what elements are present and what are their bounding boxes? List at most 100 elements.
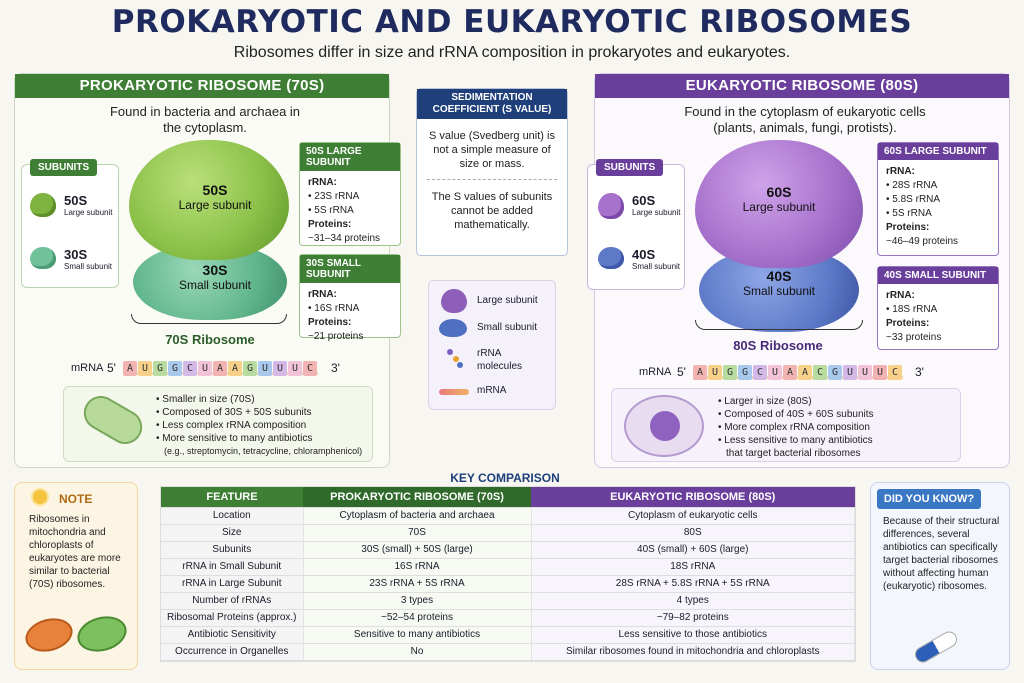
- table-cell: Cytoplasm of bacteria and archaea: [303, 507, 532, 525]
- prok-bullet: More sensitive to many antibiotics: [162, 433, 313, 444]
- prok-large-rrna-2: • 5S rRNA: [308, 205, 354, 216]
- mrna-nucleotide: A: [228, 361, 242, 376]
- euk-large-label: 60S Large subunit: [729, 184, 829, 214]
- mrna-nucleotide: U: [138, 361, 152, 376]
- subunits-tag: SUBUNITS: [596, 159, 664, 176]
- sub1-s: 50S: [64, 193, 88, 208]
- euk-large-subunit-illustration: [695, 140, 863, 268]
- table-cell: 23S rRNA + 5S rRNA: [303, 575, 532, 593]
- prokaryotic-panel: PROKARYOTIC RIBOSOME (70S) Found in bact…: [14, 73, 401, 468]
- sub2-s: 40S: [632, 247, 656, 262]
- note-text: Ribosomes in mitochondria and chloroplas…: [29, 514, 121, 590]
- euk-large-prot: ~46–49 proteins: [886, 236, 959, 247]
- bacterium-icon: [77, 389, 149, 451]
- prok-large-rrna-1: • 23S rRNA: [308, 191, 360, 202]
- table-row: Ribosomal Proteins (approx.)~52–54 prote…: [161, 609, 855, 627]
- prok-large-info-box: 50S LARGE SUBUNIT rRNA: • 23S rRNA • 5S …: [299, 142, 401, 246]
- euk-large-s: 60S: [766, 184, 792, 200]
- table-cell: Antibiotic Sensitivity: [161, 626, 304, 644]
- prok-bullet: Composed of 30S + 50S subunits: [162, 407, 312, 418]
- table-cell: 30S (small) + 50S (large): [303, 541, 532, 559]
- table-header: EUKARYOTIC RIBOSOME (80S): [531, 487, 855, 508]
- prok-large-name: Large subunit: [178, 198, 252, 212]
- prokaryotic-banner: PROKARYOTIC RIBOSOME (70S): [15, 74, 389, 98]
- prok-mrna-label: mRNA: [71, 362, 104, 374]
- note-box: NOTE Ribosomes in mitochondria and chlor…: [14, 482, 138, 670]
- prok-small-rrna-1: • 16S rRNA: [308, 303, 360, 314]
- key-comparison-title: KEY COMPARISON: [450, 471, 560, 485]
- euk-large-rrna-1: • 28S rRNA: [886, 180, 938, 191]
- euk-bullet: More complex rRNA composition: [724, 422, 870, 433]
- euk-three-prime: 3': [915, 365, 924, 379]
- mrna-nucleotide: A: [213, 361, 227, 376]
- mrna-nucleotide: U: [843, 365, 857, 380]
- mrna-nucleotide: U: [873, 365, 887, 380]
- table-cell: 70S: [303, 524, 532, 542]
- table-cell: 3 types: [303, 592, 532, 610]
- prok-small-s: 30S: [202, 262, 228, 278]
- table-cell: 28S rRNA + 5.8S rRNA + 5S rRNA: [531, 575, 855, 593]
- euk-small-rrna-label: rRNA:: [886, 290, 915, 301]
- dyk-head: DID YOU KNOW?: [877, 489, 981, 509]
- lightbulb-icon: [33, 490, 47, 504]
- table-cell: Location: [161, 507, 304, 525]
- prok-small-prot-label: Proteins:: [308, 317, 352, 328]
- table-cell: ~79–82 proteins: [531, 609, 855, 627]
- sedimentation-box: SEDIMENTATION COEFFICIENT (S VALUE) S va…: [416, 88, 568, 256]
- euk-caption: 80S Ribosome: [733, 338, 823, 353]
- prok-small-rrna-label: rRNA:: [308, 289, 337, 300]
- sub2-name: Small subunit: [632, 262, 681, 271]
- table-header: FEATURE: [161, 487, 303, 508]
- page-title: PROKARYOTIC AND EUKARYOTIC RIBOSOMES: [111, 4, 913, 40]
- prok-small-info-box: 30S SMALL SUBUNIT rRNA: • 16S rRNA Prote…: [299, 254, 401, 342]
- subunits-tag: SUBUNITS: [30, 159, 98, 176]
- chloroplast-icon: [73, 611, 131, 657]
- mrna-nucleotide: U: [858, 365, 872, 380]
- table-cell: No: [303, 643, 532, 661]
- mrna-nucleotide: A: [798, 365, 812, 380]
- mrna-nucleotide: A: [693, 365, 707, 380]
- small-subunit-thumb-icon: [30, 247, 56, 269]
- mrna-nucleotide: A: [123, 361, 137, 376]
- euk-brace: [695, 320, 863, 330]
- prok-five-prime: 5': [107, 361, 116, 375]
- sub1-name: Large subunit: [632, 208, 681, 217]
- euk-small-name: Small subunit: [742, 284, 816, 298]
- table-cell: Sensitive to many antibiotics: [303, 626, 532, 644]
- euk-large-box-head: 60S LARGE SUBUNIT: [878, 143, 998, 160]
- mrna-nucleotide: U: [288, 361, 302, 376]
- sedimentation-p1: S value (Svedberg unit) is not a simple …: [429, 130, 555, 170]
- sub2-s: 30S: [64, 247, 88, 262]
- prok-large-prot: ~31–34 proteins: [308, 233, 381, 244]
- table-cell: ~52–54 proteins: [303, 609, 532, 627]
- table-cell: 18S rRNA: [531, 558, 855, 576]
- prok-three-prime: 3': [331, 361, 340, 375]
- table-cell: rRNA in Large Subunit: [161, 575, 304, 593]
- mrna-nucleotide: G: [243, 361, 257, 376]
- euk-large-rrna-label: rRNA:: [886, 166, 915, 177]
- prok-caption: 70S Ribosome: [165, 332, 255, 347]
- rrna-molecule-icon: [447, 349, 465, 369]
- mrna-nucleotide: U: [258, 361, 272, 376]
- table-cell: Similar ribosomes found in mitochondria …: [531, 643, 855, 661]
- large-subunit-thumb-icon: [30, 193, 56, 217]
- euk-small-prot: ~33 proteins: [886, 332, 942, 343]
- euk-bullets: • Larger in size (80S) • Composed of 40S…: [718, 396, 874, 459]
- dyk-text: Because of their structural differences,…: [883, 516, 1000, 592]
- prok-large-s: 50S: [202, 182, 228, 198]
- euk-small-prot-label: Proteins:: [886, 318, 930, 329]
- small-subunit-thumb-icon: [598, 247, 624, 269]
- mitochondrion-icon: [21, 613, 77, 657]
- prok-small-name: Small subunit: [178, 278, 252, 292]
- euk-large-name: Large subunit: [742, 200, 816, 214]
- euk-large-info-box: 60S LARGE SUBUNIT rRNA: • 28S rRNA • 5.8…: [877, 142, 999, 256]
- prokaryotic-found-text: Found in bacteria and archaea in the cyt…: [109, 104, 301, 135]
- euk-sub1: 60S Large subunit: [632, 193, 680, 217]
- prok-small-label: 30S Small subunit: [165, 262, 265, 292]
- legend-label: rRNA molecules: [477, 348, 523, 372]
- sedimentation-p2: The S values of subunits cannot be added…: [431, 191, 553, 231]
